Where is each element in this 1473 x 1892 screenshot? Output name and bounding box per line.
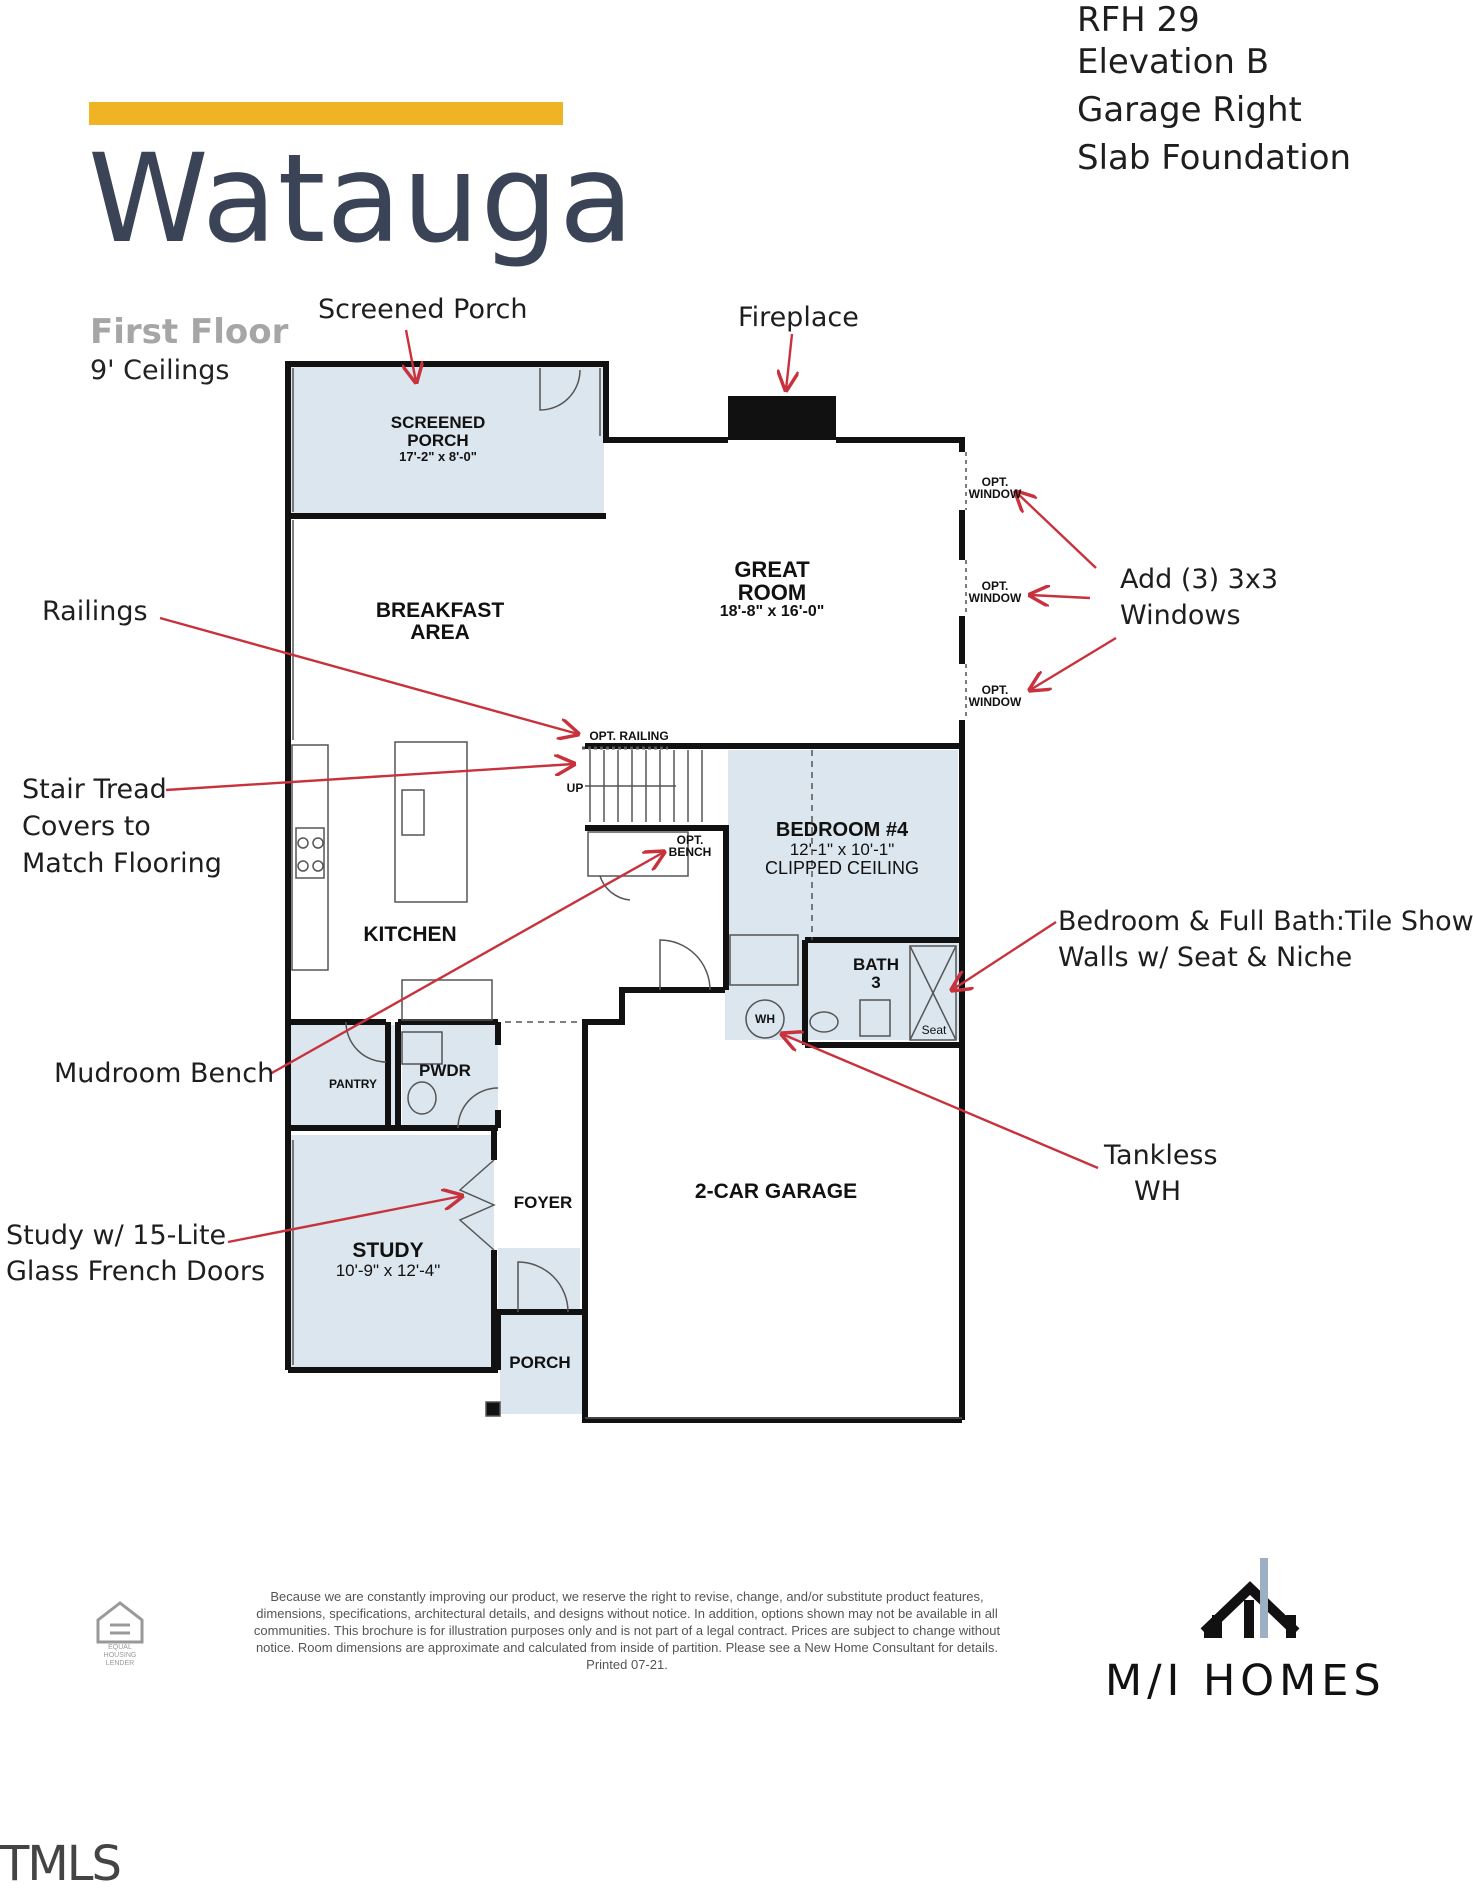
opt-label: WINDOW bbox=[968, 695, 1022, 709]
opt-label: OPT. bbox=[981, 475, 1009, 489]
opt-label: BENCH bbox=[668, 845, 712, 859]
opt-railing-label: OPT. RAILING bbox=[589, 729, 669, 743]
room-kitchen: KITCHEN bbox=[363, 923, 457, 946]
room-label: AREA bbox=[410, 621, 470, 645]
room-bath-3: BATH 3 bbox=[846, 956, 906, 992]
room-label: ROOM bbox=[737, 580, 807, 606]
bath-note-line2: Walls w/ Seat & Niche bbox=[1058, 942, 1353, 973]
stair-note-line2: Covers to bbox=[22, 811, 151, 842]
study-note-line2: Glass French Doors bbox=[6, 1256, 266, 1287]
brand-name: M/I HOMES bbox=[1105, 1656, 1386, 1706]
mudroom-note: Mudroom Bench bbox=[54, 1058, 275, 1089]
room-pwdr: PWDR bbox=[419, 1061, 471, 1080]
tankless-note-line2: WH bbox=[1134, 1176, 1181, 1207]
watermark: TMLS bbox=[0, 1836, 122, 1892]
room-breakfast-area: BREAKFAST AREA bbox=[360, 599, 520, 645]
screened-porch-note: Screened Porch bbox=[318, 294, 528, 325]
mi-homes-logo bbox=[1200, 1558, 1300, 1638]
room-label: GREAT bbox=[734, 557, 810, 582]
room-screened-porch: SCREENED PORCH 17'-2" x 8'-0" bbox=[378, 414, 498, 463]
fireplace-note: Fireplace bbox=[738, 302, 859, 333]
room-bedroom-4: BEDROOM #4 12'-1" x 10'-1" CLIPPED CEILI… bbox=[752, 820, 932, 878]
room-garage: 2-CAR GARAGE bbox=[694, 1180, 858, 1203]
room-label: BATH bbox=[853, 955, 899, 974]
windows-note-line1: Add (3) 3x3 bbox=[1120, 564, 1279, 595]
elevation-label: Elevation B bbox=[1077, 42, 1270, 82]
ceilings-label: 9' Ceilings bbox=[90, 355, 230, 386]
room-label: BREAKFAST bbox=[375, 599, 505, 622]
room-label: 3 bbox=[871, 972, 881, 992]
room-porch: PORCH bbox=[509, 1353, 571, 1372]
disclaimer: Because we are constantly improving our … bbox=[253, 1589, 1001, 1672]
room-label: STUDY bbox=[352, 1239, 424, 1262]
opt-label: WINDOW bbox=[968, 487, 1022, 501]
room-foyer: FOYER bbox=[513, 1193, 573, 1212]
study-note-line1: Study w/ 15-Lite bbox=[6, 1220, 227, 1251]
room-note: CLIPPED CEILING bbox=[764, 857, 920, 878]
equal-housing-logo bbox=[96, 1601, 144, 1644]
foundation-label: Slab Foundation bbox=[1077, 138, 1352, 178]
windows-note-line2: Windows bbox=[1120, 600, 1241, 631]
accent-bar bbox=[89, 102, 563, 125]
stair-up-label: UP bbox=[566, 781, 584, 795]
garage-label: Garage Right bbox=[1077, 90, 1302, 130]
opt-window-1: OPT. WINDOW bbox=[966, 476, 1024, 500]
opt-label: OPT. bbox=[981, 579, 1009, 593]
stair-note-line3: Match Flooring bbox=[22, 848, 222, 879]
room-label: PORCH bbox=[407, 430, 469, 450]
plan-title: Watauga bbox=[88, 128, 635, 270]
room-pantry: PANTRY bbox=[329, 1077, 377, 1091]
floor-label: First Floor bbox=[90, 312, 289, 352]
room-great-room: GREAT ROOM 18'-8" x 16'-0" bbox=[692, 558, 852, 621]
equal-housing-text: EQUAL HOUSING LENDER bbox=[103, 1644, 137, 1667]
water-heater-label: WH bbox=[755, 1012, 775, 1026]
annotation-arrows bbox=[159, 329, 1117, 1244]
room-dimension: 10'-9" x 12'-4" bbox=[335, 1261, 441, 1281]
bath-note-line1: Bedroom & Full Bath:Tile Shower bbox=[1058, 906, 1473, 937]
room-label: BEDROOM #4 bbox=[775, 819, 909, 841]
opt-label: OPT. bbox=[676, 833, 704, 847]
room-study: STUDY 10'-9" x 12'-4" bbox=[318, 1239, 458, 1281]
railings-note: Railings bbox=[42, 596, 148, 627]
opt-window-2: OPT. WINDOW bbox=[966, 580, 1024, 604]
thin-details bbox=[291, 368, 967, 1419]
room-dimension: 17'-2" x 8'-0" bbox=[399, 448, 477, 464]
opt-label: WINDOW bbox=[968, 591, 1022, 605]
opt-bench-label: OPT. BENCH bbox=[666, 834, 714, 858]
opt-window-3: OPT. WINDOW bbox=[966, 684, 1024, 708]
room-dimension: 18'-8" x 16'-0" bbox=[719, 603, 825, 621]
room-label: SCREENED bbox=[390, 413, 486, 432]
seat-label: Seat bbox=[921, 1023, 947, 1037]
plan-code: RFH 29 bbox=[1077, 0, 1200, 40]
room-fills bbox=[288, 364, 960, 1414]
tankless-note-line1: Tankless bbox=[1104, 1140, 1218, 1171]
stair-note-line1: Stair Tread bbox=[22, 774, 167, 805]
opt-label: OPT. bbox=[981, 683, 1009, 697]
room-dimension: 12'-1" x 10'-1" bbox=[789, 840, 895, 859]
walls bbox=[285, 361, 965, 1423]
